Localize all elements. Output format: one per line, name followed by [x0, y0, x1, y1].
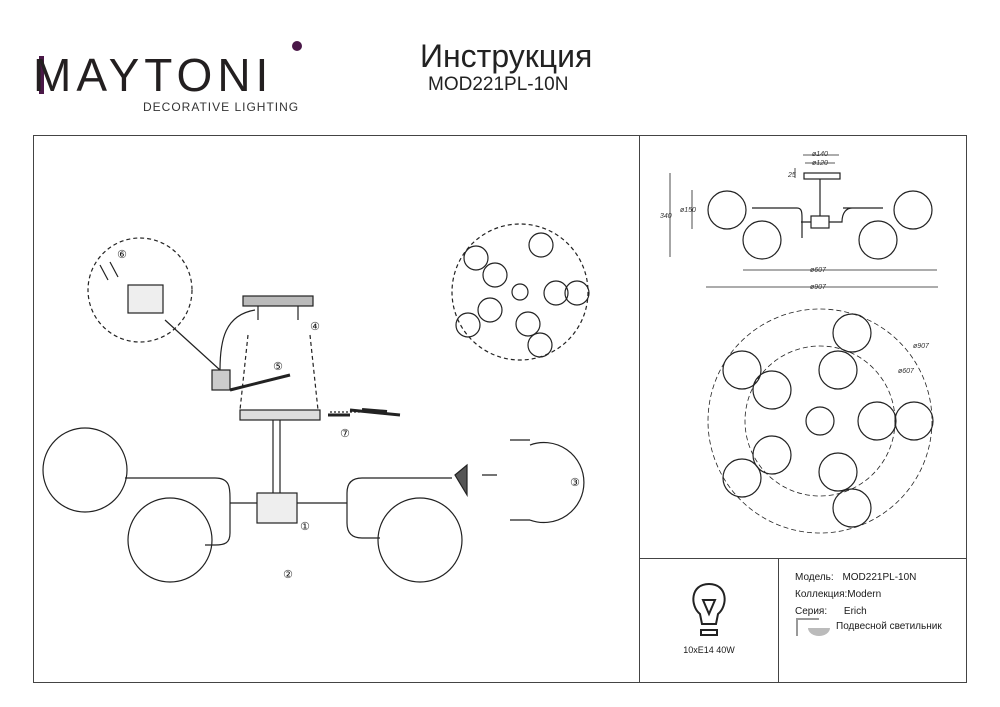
- page-title: Инструкция: [420, 38, 593, 74]
- logo-accent: [39, 56, 44, 94]
- series-label: Серия:: [795, 606, 828, 617]
- content-frame: [33, 135, 967, 683]
- glass-globe: [127, 497, 213, 583]
- spec-model: Модель: MOD221PL-10N: [795, 572, 916, 583]
- bulb-icon: [692, 582, 726, 636]
- pendant-lamp-icon: [796, 618, 830, 636]
- divider: [639, 558, 967, 559]
- canopy: [239, 409, 321, 421]
- dim-canopy-height: 25: [787, 172, 796, 179]
- spec-series: Серия: Erich: [795, 606, 867, 617]
- collection-label: Коллекция:: [795, 589, 848, 600]
- dim-inner-span: ø607: [810, 267, 827, 274]
- glass-globe: [42, 427, 128, 513]
- top-view-large: [707, 308, 934, 534]
- step-5: ⑤: [273, 360, 283, 373]
- collection-value: Modern: [847, 589, 882, 600]
- side-view: [669, 154, 938, 288]
- dim-height: 340: [660, 213, 672, 220]
- ceiling-plate: [242, 295, 314, 307]
- assembly-diagram: [42, 237, 585, 583]
- model-value: MOD221PL-10N: [842, 572, 917, 583]
- lamp-spec: 10xE14 40W: [683, 645, 735, 655]
- divider: [639, 135, 640, 683]
- brand-logo: MAYTONI: [33, 49, 274, 101]
- top-view-small: [451, 223, 590, 361]
- dim-top-outer: ø907: [913, 343, 930, 350]
- model-label: Модель:: [795, 572, 834, 583]
- brand-tagline: DECORATIVE LIGHTING: [143, 100, 300, 114]
- center-hub: [256, 492, 298, 524]
- step-7: ⑦: [340, 427, 350, 440]
- step-4: ④: [310, 320, 320, 333]
- model-number: MOD221PL-10N: [428, 74, 569, 95]
- dim-canopy-inner: ø120: [812, 160, 828, 167]
- step-6: ⑥: [117, 248, 127, 261]
- step-1: ①: [300, 520, 310, 533]
- spec-collection: Коллекция:Modern: [795, 589, 881, 600]
- step-2: ②: [283, 568, 293, 581]
- glass-globe: [529, 441, 585, 524]
- glass-globe: [377, 497, 463, 583]
- detail-callout: [87, 237, 193, 343]
- logo-dot: [292, 41, 302, 51]
- step-3: ③: [570, 476, 580, 489]
- lamp-type: Подвесной светильник: [836, 621, 942, 632]
- dim-globe: ø150: [680, 207, 696, 214]
- dim-outer-span: ø907: [810, 284, 827, 291]
- series-value: Erich: [843, 606, 867, 617]
- dim-top-inner: ø607: [898, 368, 915, 375]
- dim-canopy-outer: ø140: [812, 151, 828, 158]
- divider: [778, 558, 779, 683]
